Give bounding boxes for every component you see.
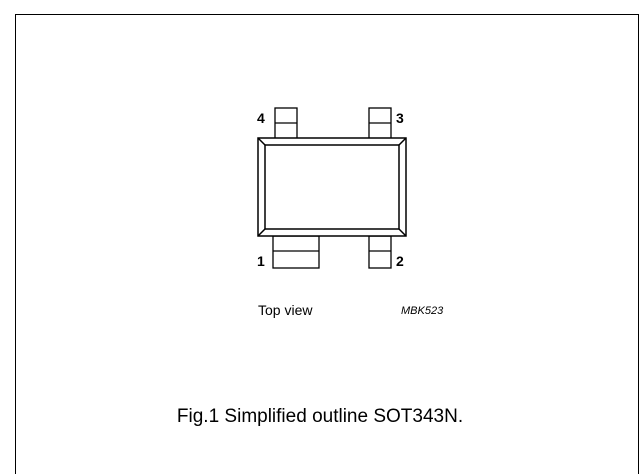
pin-label-4: 4: [257, 110, 265, 126]
pin-label-1: 1: [257, 253, 265, 269]
pin-label-2: 2: [396, 253, 404, 269]
pin-label-3: 3: [396, 110, 404, 126]
pin-2-lead: [368, 235, 392, 269]
reference-code: MBK523: [401, 305, 444, 317]
figure-frame: [15, 14, 639, 474]
pin-4-lead: [274, 107, 298, 140]
view-label: Top view: [258, 302, 313, 318]
figure-caption: Fig.1 Simplified outline SOT343N.: [176, 406, 464, 427]
pin-1-lead: [272, 235, 320, 269]
package-body: [257, 137, 407, 237]
pin-3-lead: [368, 107, 392, 140]
